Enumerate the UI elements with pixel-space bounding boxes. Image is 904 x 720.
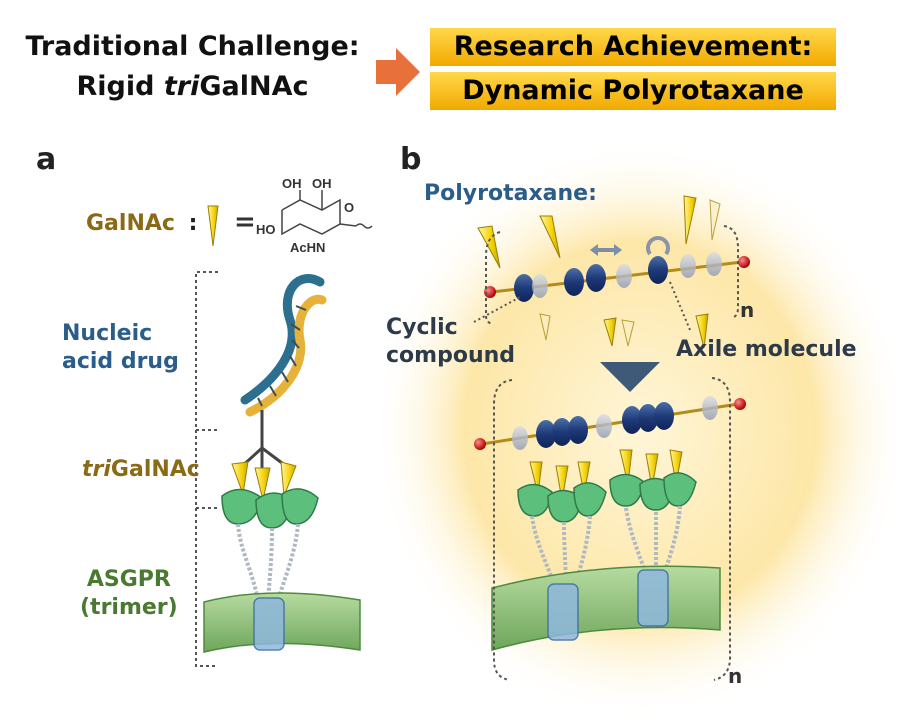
cyclic-line2: compound xyxy=(386,343,516,368)
trigalnac-linker xyxy=(238,410,287,470)
chem-oh1: OH xyxy=(282,176,302,191)
trigalnac-cones xyxy=(231,461,297,501)
polyrotaxane-bottom-cones xyxy=(529,449,683,501)
panel-b-letter: b xyxy=(400,142,422,177)
galnac-label: GalNAc : xyxy=(86,210,197,238)
asgpr-label: ASGPR (trimer) xyxy=(80,566,178,622)
galnac-legend-icon xyxy=(207,205,219,247)
chem-oh2: OH xyxy=(312,176,332,191)
transition-arrow xyxy=(376,48,420,96)
panel-a-bracket xyxy=(195,271,218,667)
polyrotaxane-top xyxy=(484,252,750,302)
cyclic-line1: Cyclic xyxy=(386,315,458,340)
asgpr-receptor-heads xyxy=(221,488,319,529)
chem-o: O xyxy=(344,200,355,215)
trigalnac-italic: tri xyxy=(82,457,111,482)
asgpr-heads-b xyxy=(517,472,697,523)
polyrotaxane-top-cones xyxy=(477,195,721,349)
rotation-motion-arrow xyxy=(646,236,670,256)
nucleic-acid-line2: acid drug xyxy=(62,349,179,374)
chem-achn: AcHN xyxy=(290,240,326,255)
label-leader-lines xyxy=(473,281,691,331)
header-right-line2: Dynamic Polyrotaxane xyxy=(430,72,836,110)
header-left-italic: tri xyxy=(163,71,200,102)
axile-molecule-label: Axile molecule xyxy=(676,337,857,362)
polyrotaxane-bottom xyxy=(474,396,746,450)
cyclic-compound-label: Cyclic compound xyxy=(386,314,515,370)
galnac-colon: : xyxy=(188,211,198,236)
asgpr-line1: ASGPR xyxy=(86,567,171,592)
nucleic-acid-helix xyxy=(240,274,327,417)
sliding-motion-arrow xyxy=(590,244,622,256)
polyrotaxane-label: Polyrotaxane: xyxy=(424,181,597,206)
header-left-line2: Rigid triGalNAc xyxy=(20,68,365,106)
header-left-suffix: GalNAc xyxy=(199,71,309,102)
polyrotaxane-bottom-bracket xyxy=(493,377,731,681)
nucleic-acid-line1: Nucleic xyxy=(62,321,153,346)
cell-membrane-a xyxy=(203,592,361,653)
cell-membrane-b xyxy=(491,565,721,651)
asgpr-stalks xyxy=(236,523,300,601)
trigalnac-suffix: GalNAc xyxy=(110,457,200,482)
nucleic-acid-label: Nucleic acid drug xyxy=(62,320,179,376)
galnac-chemical-structure xyxy=(281,190,373,236)
header-left-line1: Traditional Challenge: xyxy=(25,31,360,62)
asgpr-line2: (trimer) xyxy=(80,595,178,620)
chem-ho: HO xyxy=(256,222,276,237)
galnac-label-text: GalNAc xyxy=(86,211,175,236)
header-left-prefix: Rigid xyxy=(76,71,164,102)
trigalnac-label: triGalNAc xyxy=(82,456,200,484)
polyrotaxane-top-bracket xyxy=(485,225,739,325)
galnac-equals: = xyxy=(234,207,256,237)
panel-a-letter: a xyxy=(36,142,57,177)
transformation-arrow xyxy=(600,362,660,392)
n-bottom-label: n xyxy=(728,664,743,688)
header-right-line1: Research Achievement: xyxy=(430,28,836,66)
n-top-label: n xyxy=(740,298,755,322)
